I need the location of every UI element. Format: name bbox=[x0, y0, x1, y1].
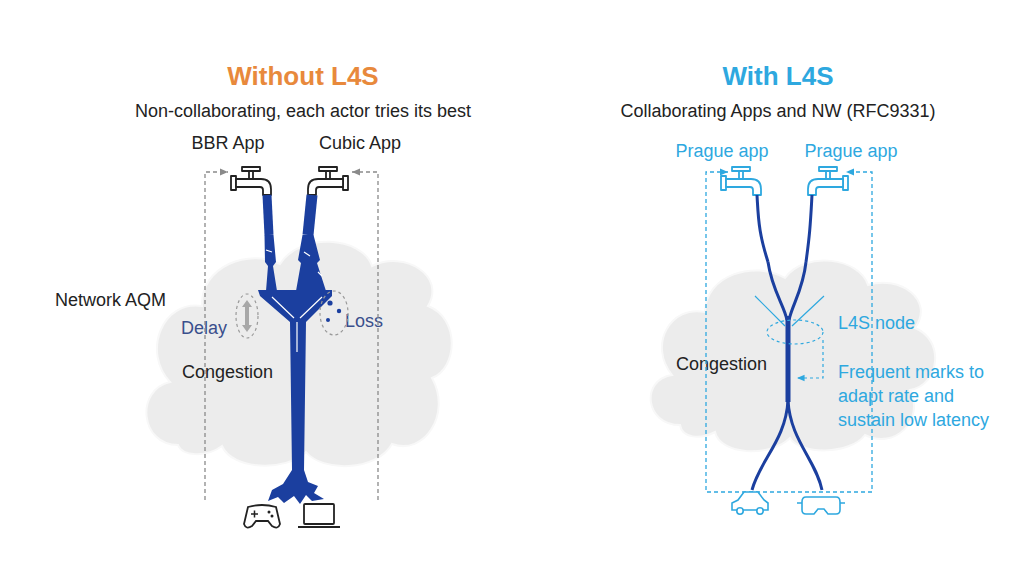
water-stream bbox=[267, 195, 269, 235]
tap-spout bbox=[726, 179, 761, 195]
effect-label: Delay bbox=[181, 318, 227, 340]
app-name: BBR App bbox=[28, 133, 428, 155]
car-icon bbox=[732, 492, 768, 510]
tap-spout bbox=[236, 179, 271, 195]
loss-droplet bbox=[337, 309, 341, 313]
vr-headset-icon bbox=[802, 497, 840, 514]
tap-icon bbox=[308, 167, 348, 195]
gamepad-button bbox=[271, 515, 274, 518]
mark-callout bbox=[797, 340, 823, 378]
funnel-outline bbox=[272, 297, 322, 352]
flow-pipe bbox=[752, 400, 788, 490]
water-stream bbox=[265, 235, 278, 291]
water-stream bbox=[296, 235, 326, 291]
laptop-screen bbox=[304, 504, 334, 524]
cloud-node: CongestionL4S nodeFrequent marks to adap… bbox=[648, 262, 928, 450]
tap-stem bbox=[249, 170, 253, 179]
tap-outline bbox=[804, 140, 900, 195]
effect-label: Loss bbox=[345, 311, 383, 333]
tap-outline bbox=[676, 140, 768, 195]
shared-pipe bbox=[786, 316, 791, 402]
car-wheel bbox=[757, 508, 763, 514]
tap-node: BBR App bbox=[193, 132, 273, 195]
cloud-node: Network AQMDelayLossCongestion bbox=[150, 235, 450, 475]
tap-icon bbox=[721, 167, 761, 195]
l4s-node-funnel bbox=[755, 296, 824, 326]
tap-flange bbox=[843, 176, 848, 190]
car-wheel bbox=[737, 508, 743, 514]
feedback-loop bbox=[706, 172, 872, 492]
cloud-shape bbox=[651, 260, 936, 451]
congestion-label: Congestion bbox=[182, 362, 273, 384]
flow-pipe bbox=[788, 400, 822, 490]
network-label: Network AQM bbox=[55, 290, 166, 312]
tap-icon bbox=[231, 167, 271, 195]
panel-subtitle: Collaborating Apps and NW (RFC9331) bbox=[578, 101, 978, 123]
water-splash bbox=[268, 470, 324, 504]
app-name: Prague app bbox=[651, 141, 1024, 163]
cloud-outline bbox=[150, 235, 450, 475]
congestion-label: Congestion bbox=[676, 354, 767, 376]
panel-subtitle: Non-collaborating, each actor tries its … bbox=[103, 101, 503, 123]
tap-handle bbox=[732, 167, 750, 171]
loss-ring bbox=[320, 291, 348, 335]
delay-ring bbox=[236, 294, 258, 338]
feedback-loop bbox=[205, 172, 228, 500]
tap-handle bbox=[242, 167, 260, 171]
tap-stem bbox=[739, 170, 743, 179]
flow-pipe bbox=[757, 195, 768, 262]
flow-pipe bbox=[789, 262, 806, 320]
laptop-base bbox=[298, 526, 340, 528]
cloud-shape bbox=[146, 242, 451, 466]
callout-note: Frequent marks to adapt rate and sustain… bbox=[838, 360, 1013, 432]
app-name: Cubic App bbox=[160, 133, 560, 155]
congestion-funnel bbox=[258, 290, 332, 470]
flow-pipe bbox=[768, 262, 787, 320]
cloud-outline bbox=[648, 262, 928, 450]
tap-node: Prague app bbox=[804, 140, 900, 195]
tap-flange bbox=[231, 176, 236, 190]
tap-flange bbox=[721, 176, 726, 190]
loss-droplet bbox=[326, 318, 330, 322]
tap-handle bbox=[319, 167, 337, 171]
tap-node: Prague app bbox=[676, 140, 768, 195]
vr-headset-strap bbox=[797, 502, 845, 504]
stream-break bbox=[266, 250, 322, 276]
tap-stem bbox=[326, 170, 330, 179]
panel-heading: With L4S bbox=[578, 61, 978, 92]
gamepad-icon bbox=[244, 505, 280, 528]
app-name: Prague app bbox=[522, 141, 922, 163]
tap-node: Cubic App bbox=[300, 132, 405, 195]
l4s-node-ring bbox=[767, 320, 823, 344]
loss-droplet bbox=[327, 300, 332, 305]
tap-handle bbox=[819, 167, 837, 171]
tap-stem bbox=[826, 170, 830, 179]
tap-spout bbox=[308, 179, 343, 195]
tap-outline bbox=[300, 132, 405, 195]
gamepad-button bbox=[268, 511, 271, 514]
feedback-loop bbox=[352, 172, 378, 500]
tap-outline bbox=[193, 132, 273, 195]
water-stream bbox=[308, 195, 312, 235]
delay-arrow bbox=[242, 300, 252, 332]
tap-icon bbox=[808, 167, 848, 195]
tap-flange bbox=[343, 176, 348, 190]
node-label: L4S node bbox=[838, 313, 915, 335]
gamepad-dpad bbox=[251, 511, 258, 518]
tap-spout bbox=[808, 179, 843, 195]
flow-pipe bbox=[806, 195, 812, 262]
panel-heading: Without L4S bbox=[103, 61, 503, 92]
